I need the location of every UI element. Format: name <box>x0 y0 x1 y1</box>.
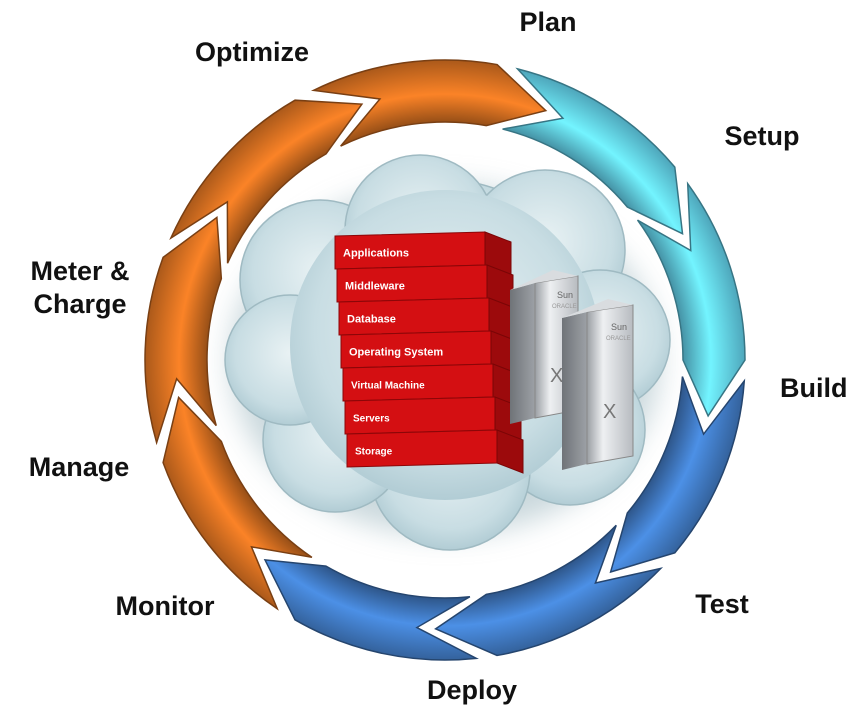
server-rack-front: Sun ORACLE X <box>562 299 634 470</box>
label-meter-charge: Meter & Charge <box>5 255 155 321</box>
lifecycle-ring <box>144 59 746 661</box>
stack-layer-label: Middleware <box>345 281 405 293</box>
stack-layer-side <box>496 429 524 474</box>
arrow-meter-charge <box>169 99 364 264</box>
server-brand-front: Sun <box>611 322 627 332</box>
arrow-optimize <box>310 59 548 147</box>
label-deploy: Deploy <box>426 675 518 705</box>
label-test: Test <box>695 589 749 619</box>
arrow-setup <box>636 181 746 418</box>
server-racks: Sun ORACLE X Sun ORACLE X <box>510 270 634 470</box>
arrow-test <box>434 524 664 657</box>
arrow-deploy <box>263 559 479 661</box>
server-brand-back-2: ORACLE <box>552 304 577 310</box>
label-build: Build <box>780 373 848 403</box>
stack-layer-label: Virtual Machine <box>351 381 425 392</box>
label-monitor: Monitor <box>115 591 215 621</box>
stack-layer-label: Applications <box>343 248 409 260</box>
stack-layer-label: Operating System <box>349 347 443 359</box>
stack-layer-label: Servers <box>353 414 390 425</box>
stack-layer-label: Database <box>347 314 396 326</box>
label-optimize: Optimize <box>194 37 310 67</box>
label-setup: Setup <box>724 121 800 151</box>
arrow-plan <box>502 67 684 235</box>
server-x-front: X <box>603 401 616 423</box>
label-meter-charge-text: Meter & Charge <box>30 256 130 319</box>
stack-layer-label: Storage <box>355 447 393 458</box>
arrow-build <box>609 376 746 574</box>
arrow-manage <box>144 216 223 446</box>
label-plan: Plan <box>519 7 577 37</box>
server-brand-back: Sun <box>557 290 573 300</box>
technology-stack: ApplicationsMiddlewareDatabaseOperating … <box>334 231 524 474</box>
arrow-monitor <box>162 395 313 611</box>
server-brand-front-2: ORACLE <box>606 336 631 342</box>
label-manage: Manage <box>28 452 130 482</box>
server-x-back: X <box>550 365 563 387</box>
